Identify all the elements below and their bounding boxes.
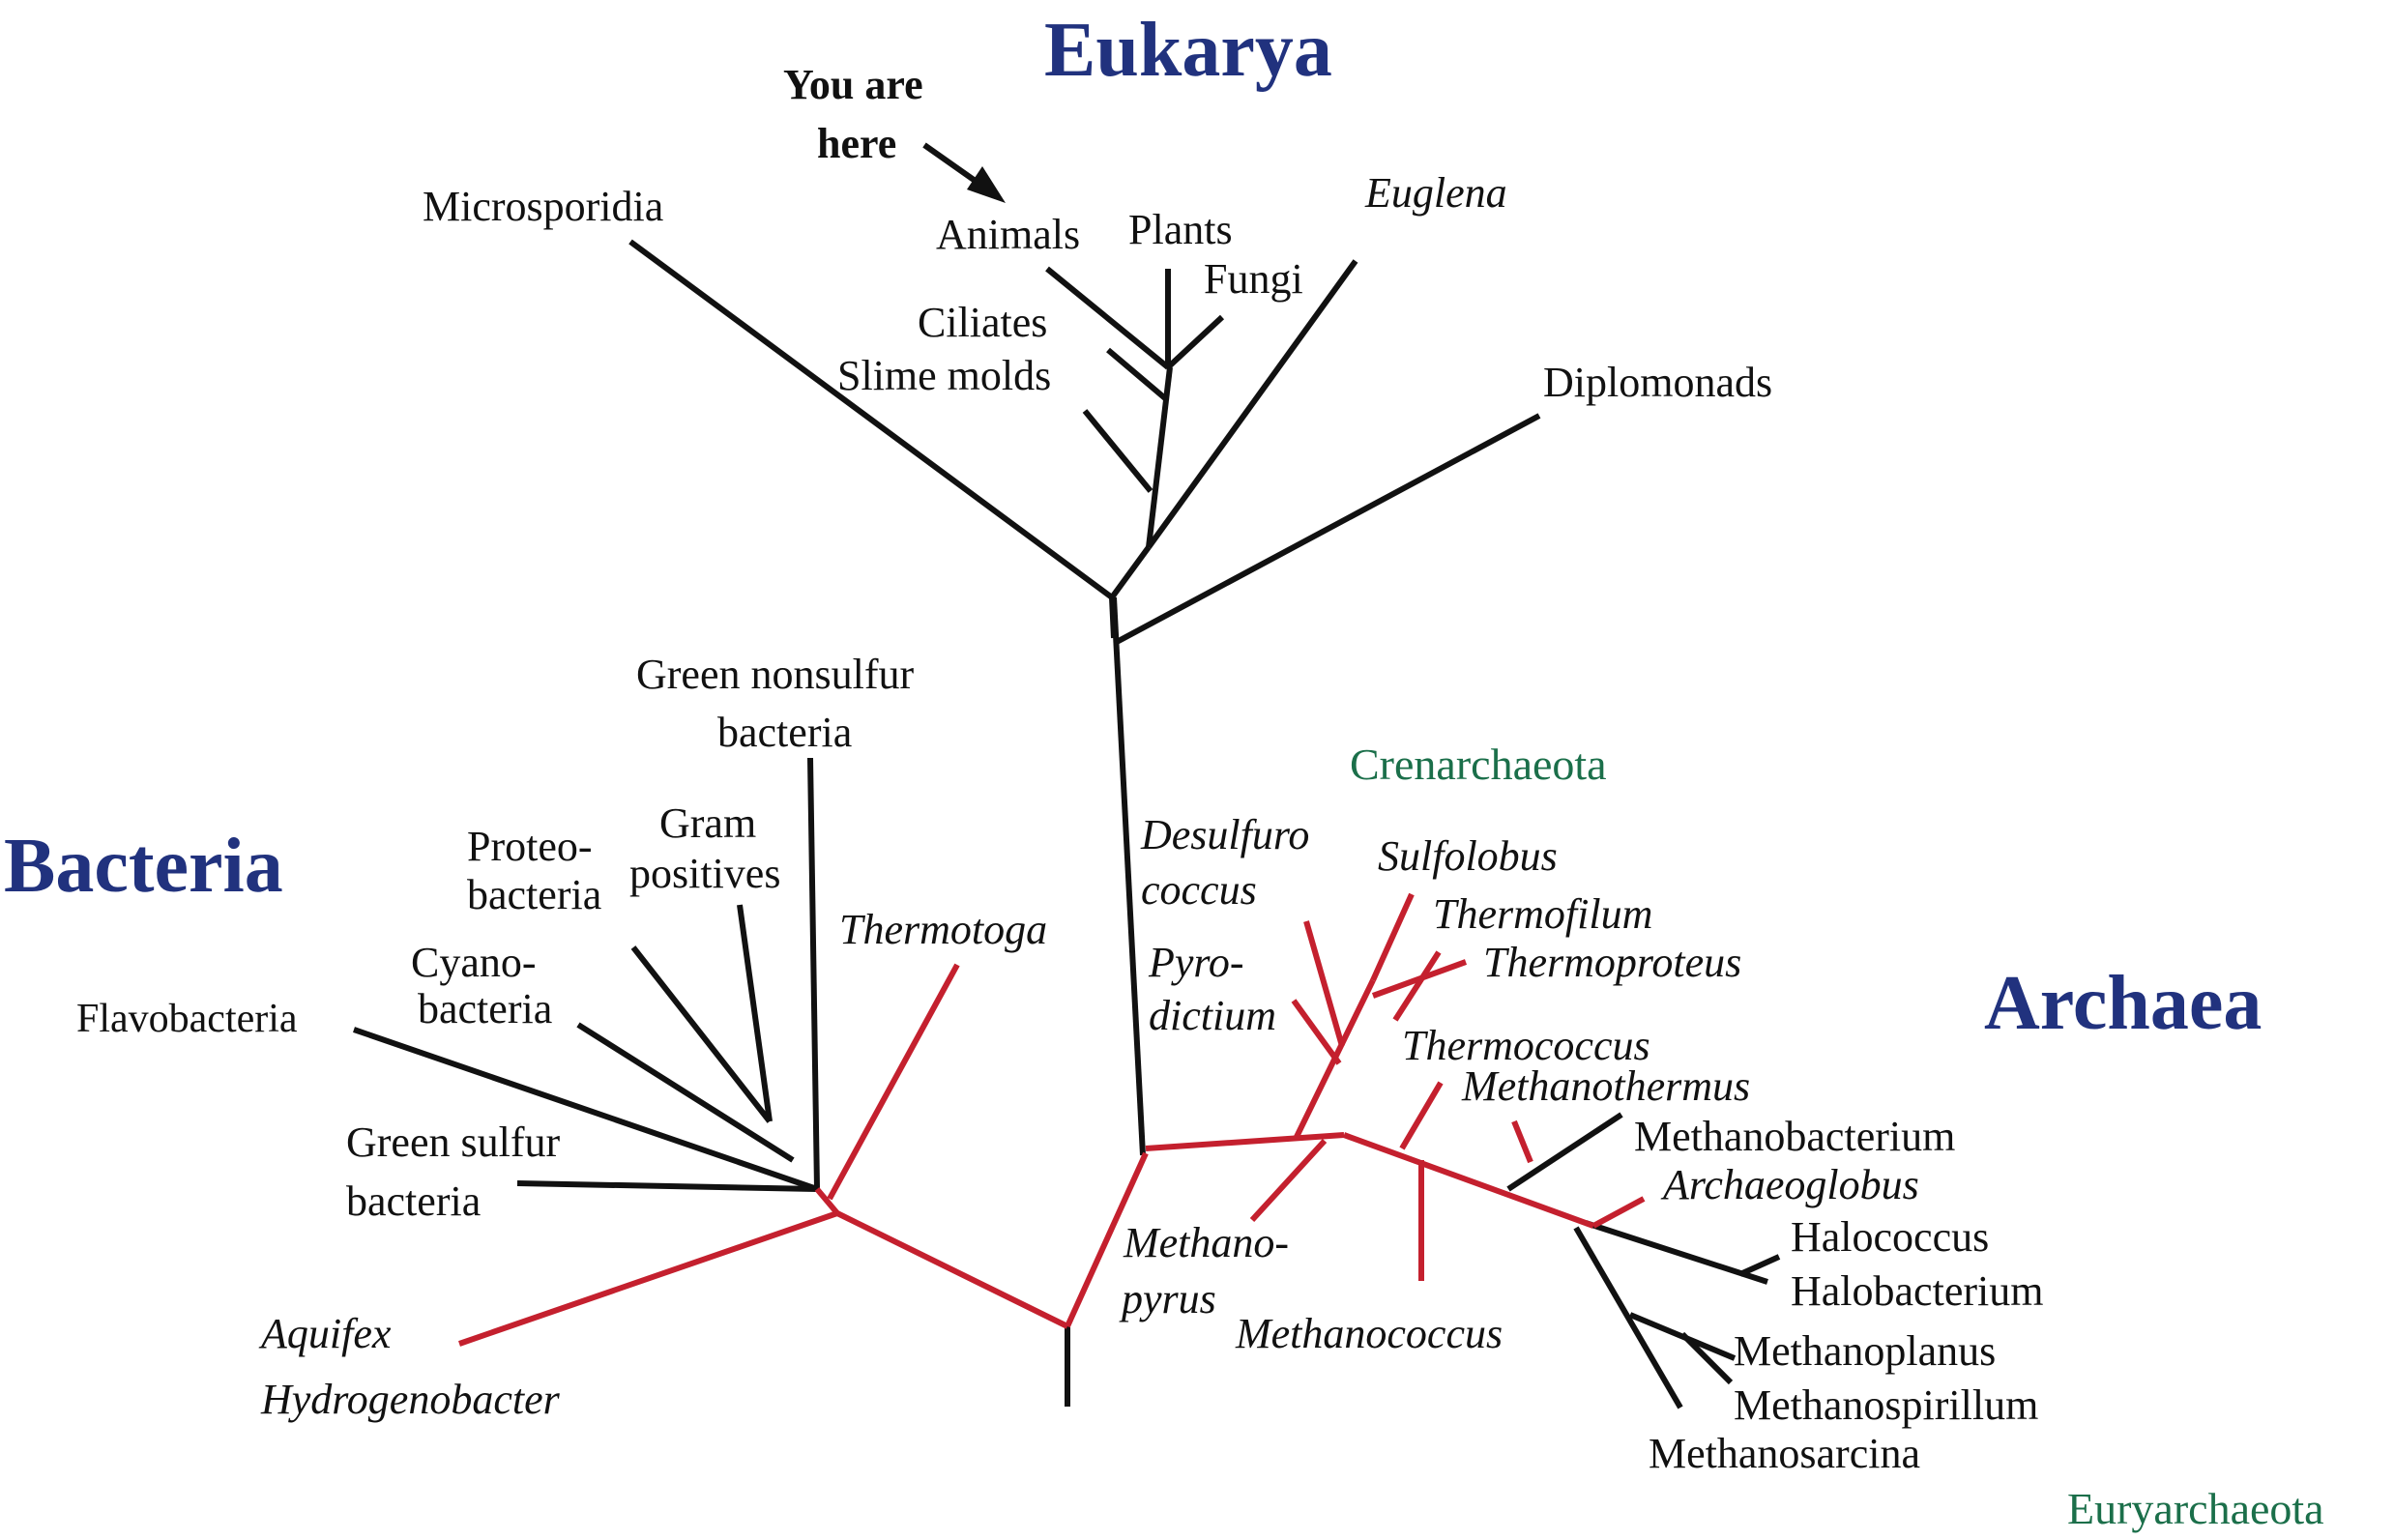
gram-positives-branch	[737, 904, 773, 1122]
label-slime-molds: Slime molds	[837, 352, 1051, 399]
domain-title-eukarya: Eukarya	[1044, 8, 1332, 93]
label-methanoplanus: Methanoplanus	[1734, 1327, 1996, 1375]
methanospirillum-branch	[1679, 1331, 1734, 1385]
label-gram-line1: Gram	[659, 799, 756, 847]
thermofilum-branch	[1392, 950, 1442, 1022]
label-methanothermus: Methanothermus	[1461, 1062, 1750, 1110]
you-are-here-line2: here	[817, 120, 896, 167]
methanosarcina-branch	[1573, 1226, 1683, 1409]
cyanobacteria-branch	[576, 1022, 795, 1163]
label-desulfuro-line1: Desulfuro	[1140, 811, 1309, 858]
label-pyro-line1: Pyro-	[1148, 939, 1244, 986]
root-to-archaea-branch	[1065, 1151, 1149, 1328]
proteobacteria-branch	[630, 945, 773, 1123]
label-cyano-line1: Cyano-	[411, 939, 537, 986]
label-desulfuro-line2: coccus	[1141, 866, 1257, 914]
label-animals: Animals	[936, 211, 1080, 258]
label-green-nonsulfur-line1: Green nonsulfur	[636, 651, 914, 698]
label-methanopyrus-line1: Methano-	[1123, 1219, 1289, 1266]
label-methanopyrus-line2: pyrus	[1119, 1275, 1216, 1322]
thermotoga-branch	[827, 963, 960, 1201]
label-crenarchaeota: Crenarchaeota	[1350, 740, 1607, 789]
label-archaeoglobus: Archaeoglobus	[1660, 1161, 1919, 1208]
label-hydrogenobacter: Hydrogenobacter	[260, 1376, 561, 1423]
label-thermotoga: Thermotoga	[839, 906, 1047, 953]
domain-title-archaea: Archaea	[1984, 961, 2262, 1046]
label-plants: Plants	[1128, 206, 1233, 253]
pyrodictium-branch	[1291, 999, 1342, 1065]
green-nonsulfur-branch	[807, 757, 820, 1190]
label-pyro-line2: dictium	[1149, 992, 1276, 1039]
crown-upper-branch	[1146, 366, 1173, 548]
you-are-here-arrow	[922, 142, 1006, 203]
domain-title-bacteria: Bacteria	[4, 824, 283, 909]
desulfurococcus-branch	[1303, 920, 1345, 1047]
halo-branch	[1585, 1220, 1768, 1285]
label-methanospirillum: Methanospirillum	[1734, 1381, 2038, 1429]
label-methanobacterium: Methanobacterium	[1634, 1113, 1955, 1160]
label-gram-line2: positives	[629, 850, 780, 897]
label-proteo-line1: Proteo-	[467, 823, 593, 870]
label-methanococcus: Methanococcus	[1235, 1310, 1503, 1357]
bacteria-stem-branch	[814, 1187, 840, 1215]
label-euryarchaeota: Euryarchaeota	[2067, 1484, 2324, 1533]
label-cyano-line2: bacteria	[418, 985, 552, 1032]
thermococcus-branch	[1399, 1081, 1444, 1150]
ciliates-branch	[1106, 347, 1167, 401]
label-green-sulfur-line1: Green sulfur	[346, 1119, 560, 1166]
crown-stem-branch	[1109, 545, 1152, 599]
label-euglena: Euglena	[1364, 169, 1507, 217]
euryarchaeota-stem-branch	[1342, 1132, 1595, 1229]
fungi-branch	[1165, 314, 1225, 370]
sulfolobus-branch	[1370, 892, 1415, 982]
label-thermofilum: Thermofilum	[1433, 890, 1652, 938]
diplomonads-branch	[1115, 413, 1541, 645]
archaeoglobus-branch	[1591, 1196, 1646, 1229]
label-green-sulfur-line2: bacteria	[346, 1177, 481, 1225]
label-proteo-line2: bacteria	[467, 871, 601, 918]
label-ciliates: Ciliates	[918, 299, 1047, 346]
euglena-branch	[1146, 259, 1358, 549]
label-thermococcus: Thermococcus	[1402, 1022, 1650, 1069]
arrowhead-icon	[967, 166, 1006, 203]
aquifex-branch	[458, 1210, 838, 1347]
label-halococcus: Halococcus	[1791, 1213, 1989, 1261]
slime-molds-branch	[1082, 409, 1153, 493]
microsporidia-branch	[628, 239, 1114, 600]
you-are-here-line1: You are	[783, 61, 923, 108]
label-thermoproteus: Thermoproteus	[1483, 939, 1741, 986]
flavobacteria-branch	[353, 1027, 818, 1192]
label-methanosarcina: Methanosarcina	[1649, 1430, 1920, 1477]
methanobacterium-branch	[1506, 1112, 1623, 1192]
label-green-nonsulfur-line2: bacteria	[717, 709, 852, 756]
label-aquifex: Aquifex	[258, 1310, 392, 1357]
central-trunk-branch	[1111, 596, 1146, 1156]
archaea-stem-branch	[1145, 1132, 1345, 1151]
methanopyrus-branch	[1249, 1138, 1328, 1223]
label-diplomonads: Diplomonads	[1543, 359, 1772, 406]
root-to-bacteria-branch	[835, 1210, 1069, 1329]
eukarya-stem-branch	[1109, 596, 1117, 639]
black-branches	[353, 239, 1781, 1409]
label-flavobacteria: Flavobacteria	[76, 997, 298, 1041]
green-sulfur-branch	[516, 1180, 818, 1192]
label-halobacterium: Halobacterium	[1791, 1267, 2043, 1315]
halococcus-branch	[1738, 1254, 1781, 1277]
red-branches	[458, 892, 1646, 1347]
label-fungi: Fungi	[1204, 255, 1303, 303]
label-microsporidia: Microsporidia	[423, 183, 663, 230]
label-sulfolobus: Sulfolobus	[1378, 832, 1558, 880]
methanothermus-branch	[1511, 1119, 1533, 1164]
animals-branch	[1045, 266, 1170, 370]
